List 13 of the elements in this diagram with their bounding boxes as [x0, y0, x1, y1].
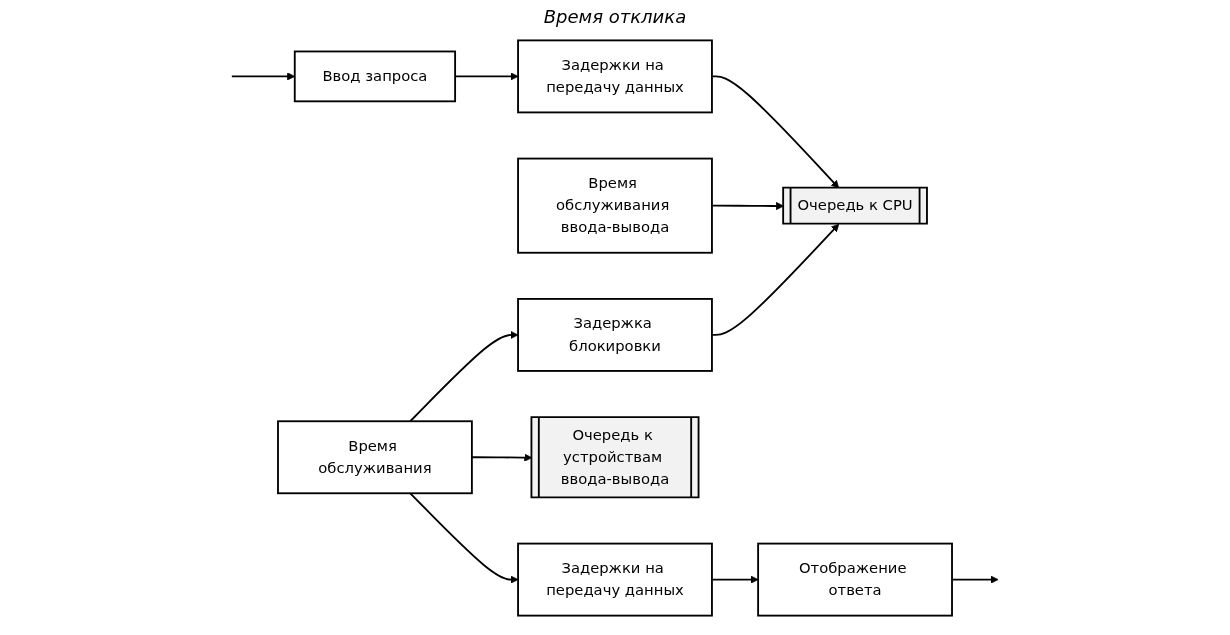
arrow	[711, 202, 784, 211]
node-box: Отображение ответа	[757, 542, 953, 617]
arrow	[409, 330, 519, 423]
node-box: Время обслуживания ввода-вывода	[517, 157, 713, 254]
arrow	[711, 223, 840, 336]
node-box: Время обслуживания	[277, 420, 473, 495]
node-box: Задержки на передачу данных	[517, 542, 713, 617]
node-box: Ввод запроса	[293, 50, 457, 103]
arrow	[711, 575, 759, 584]
node-box: Задержки на передачу данных	[517, 39, 713, 114]
node-box: Задержка блокировки	[517, 298, 713, 372]
dimension-label: Время отклика	[543, 6, 687, 27]
arrow	[409, 492, 519, 584]
